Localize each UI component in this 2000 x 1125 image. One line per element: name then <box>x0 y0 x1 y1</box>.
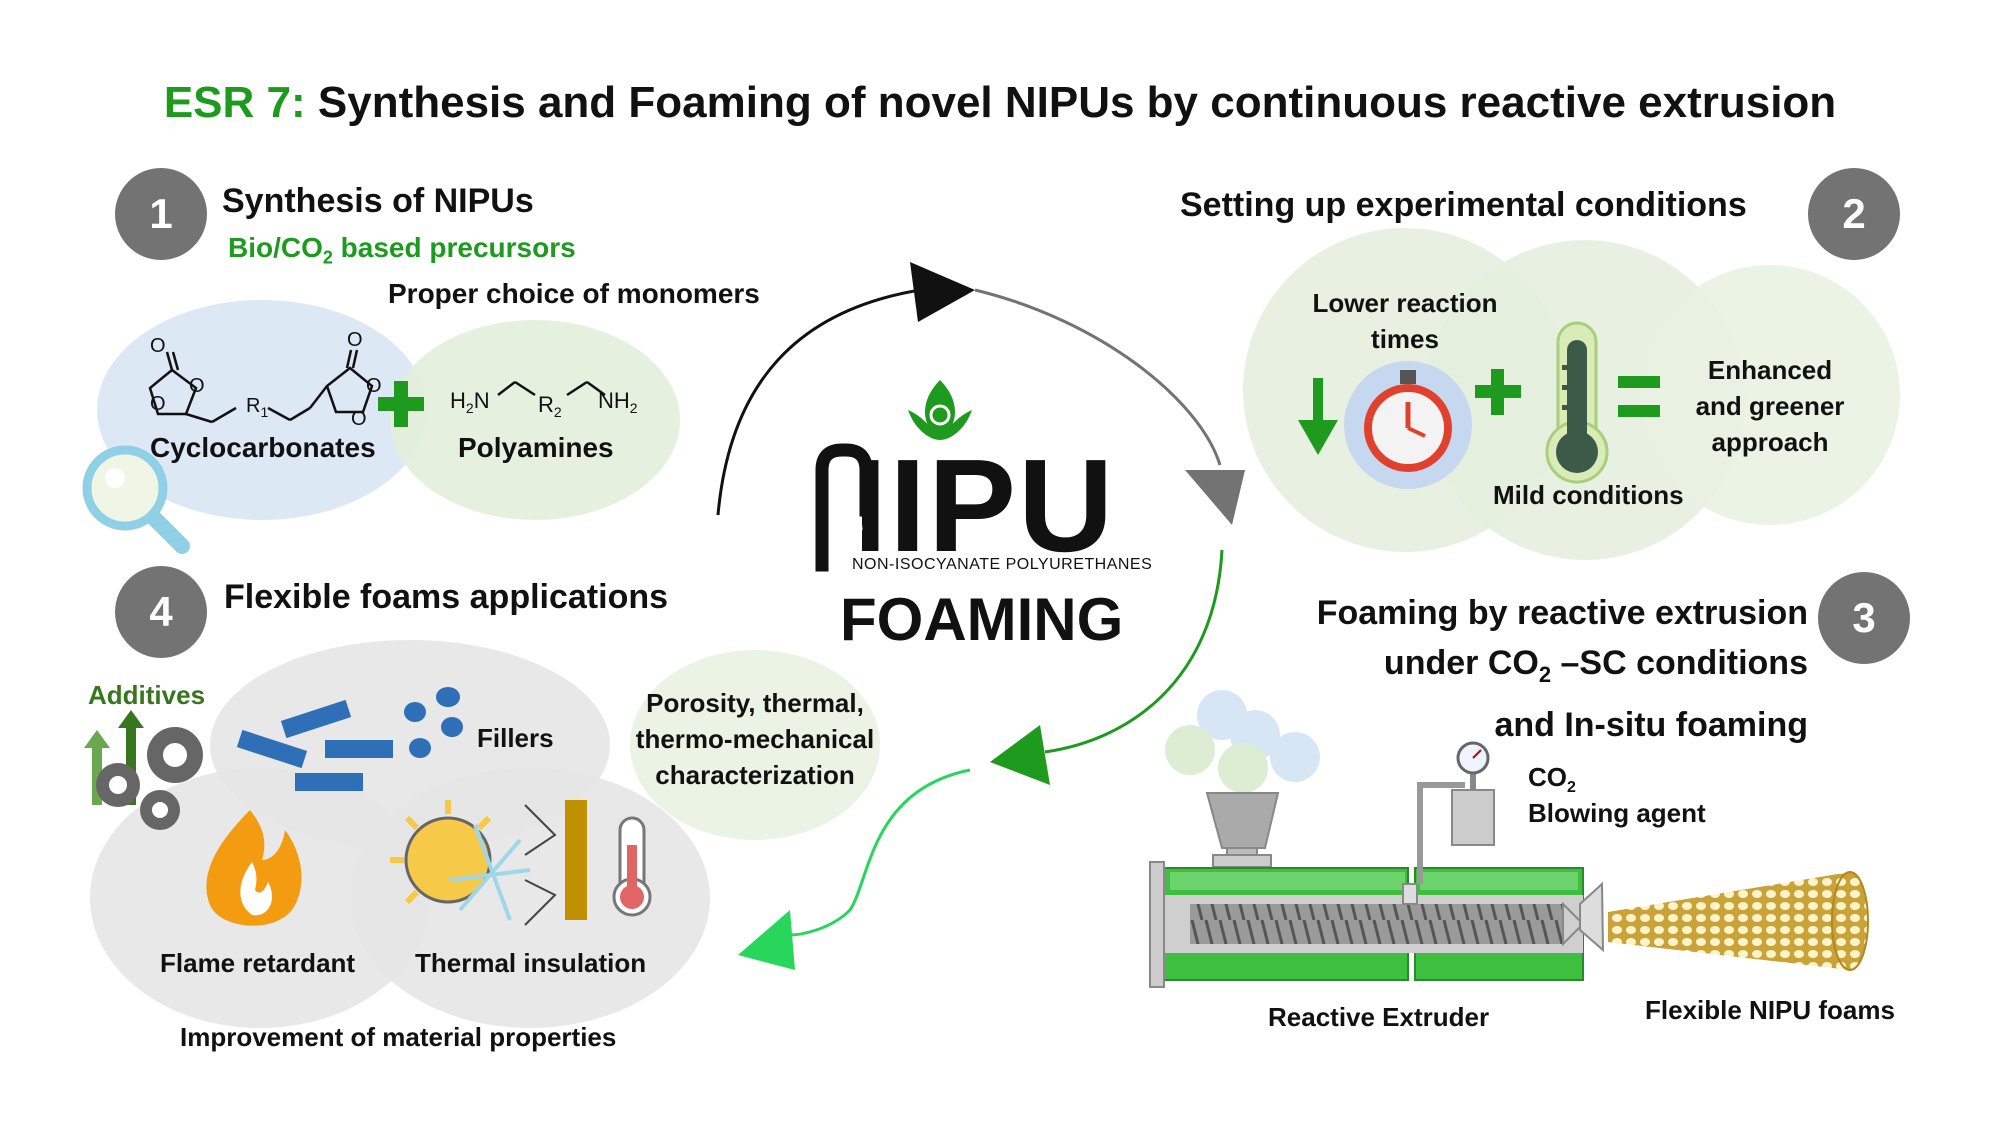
step-1-badge: 1 <box>115 168 207 260</box>
arrow-head-4 <box>738 910 795 970</box>
precursors-sub: 2 <box>322 247 333 268</box>
reactive-extruder-label: Reactive Extruder <box>1268 1002 1490 1032</box>
r2-label: R2 <box>538 392 562 420</box>
thermal-insulation-label: Thermal insulation <box>415 948 647 978</box>
lower-line-2: times <box>1371 324 1439 354</box>
insulation-wall-icon <box>524 800 587 926</box>
section-3-line-3: and In-situ foaming <box>1494 705 1808 744</box>
arrow-head-2 <box>1185 470 1245 525</box>
nh2-label: NH2 <box>598 388 638 416</box>
arrow-4-to-1 <box>789 768 971 937</box>
section-3-line-1: Foaming by reactive extrusion <box>1316 594 1808 632</box>
flexible-foams-label: Flexible NIPU foams <box>1645 995 1895 1025</box>
co2-sub: 2 <box>1567 779 1576 797</box>
plus-icon <box>378 381 424 427</box>
foam-cone <box>1608 871 1869 971</box>
characterization-bubble <box>630 650 880 840</box>
foaming-label: FOAMING <box>840 586 1124 653</box>
additives-arrows-icon <box>84 710 144 805</box>
page-title: ESR 7: Synthesis and Foaming of novel NI… <box>0 78 2000 128</box>
ring-o-right-2: O <box>351 408 367 430</box>
cyclocarbonate-structure <box>148 349 374 424</box>
char-line-2: thermo-mechanical <box>635 724 875 754</box>
section-4-heading: Flexible foams applications <box>224 578 669 616</box>
fillers-label: Fillers <box>477 723 554 753</box>
polyamines-label: Polyamines <box>458 432 614 463</box>
char-line-3: characterization <box>655 760 855 790</box>
polyamine-structure <box>497 380 606 397</box>
title-prefix: ESR 7: <box>163 78 306 127</box>
enhanced-line-1: Enhanced <box>1707 355 1833 385</box>
arrow-head-3 <box>990 725 1050 785</box>
insulation-bubble <box>350 768 710 1028</box>
enhanced-approach-label: Enhanced and greener approach <box>1675 352 1865 460</box>
carbonyl-o-left: O <box>150 335 166 357</box>
recycle-leaf-icon <box>908 380 972 440</box>
plus-icon-2 <box>1475 369 1521 415</box>
ring-o-right-1: O <box>366 375 382 397</box>
precursors-label: Bio/CO2 based precursors <box>228 232 576 269</box>
step-3-badge: 3 <box>1818 572 1910 664</box>
monomers-label: Proper choice of monomers <box>388 278 760 309</box>
cyclocarbonates-bubble <box>97 300 427 520</box>
stopwatch-icon <box>1344 361 1472 489</box>
arrow-head-1 <box>910 262 975 322</box>
logo-subtitle: NON-ISOCYANATE POLYURETHANES <box>852 556 1153 573</box>
co2-text: CO <box>1528 762 1567 792</box>
co2-bubbles <box>1165 690 1320 793</box>
polyamines-bubble <box>390 320 680 520</box>
lower-reaction-times-label: Lower reaction times <box>1300 285 1510 357</box>
section-3-line-2-prefix: under CO <box>1383 644 1539 682</box>
section-3-line-2-sub: 2 <box>1538 661 1552 687</box>
section-1-heading: Synthesis of NIPUs <box>222 182 534 220</box>
cyclocarbonates-label: Cyclocarbonates <box>150 432 376 463</box>
section-2-heading: Setting up experimental conditions <box>1180 186 1747 224</box>
co2-label: CO2 <box>1528 762 1576 797</box>
carbonyl-o-right: O <box>347 329 363 351</box>
enhanced-bubble <box>1640 265 1900 525</box>
logo-hook <box>815 443 873 572</box>
flame-icon <box>206 810 302 926</box>
nipu-logo-text: NIPU <box>792 432 1116 579</box>
blowing-agent-label: Blowing agent <box>1528 798 1706 828</box>
gears-icon <box>96 727 203 830</box>
ring-o-left-1: O <box>189 375 205 397</box>
step-4-badge: 4 <box>115 566 207 658</box>
thermometer-icon <box>1545 321 1609 484</box>
small-thermometer-icon <box>612 816 652 917</box>
filler-bars-icon <box>236 699 393 791</box>
magnifier-icon <box>82 445 190 554</box>
precursors-prefix: Bio/CO <box>228 232 323 263</box>
section-3-heading: Foaming by reactive extrusion under CO2 … <box>1317 588 1808 750</box>
arrow-2-to-3 <box>974 288 1222 466</box>
nipu-logo: NIPU <box>862 440 1115 572</box>
title-text: Synthesis and Foaming of novel NIPUs by … <box>317 78 1837 127</box>
section-3-line-2: under CO2 –SC conditions <box>1317 638 1808 700</box>
mild-conditions-label: Mild conditions <box>1493 480 1684 510</box>
ring-o-left-2: O <box>150 393 166 415</box>
lower-line-1: Lower reaction <box>1312 288 1498 318</box>
down-arrow-icon <box>1298 378 1338 455</box>
equals-icon <box>1618 376 1660 417</box>
sun-snow-icon <box>390 800 531 921</box>
section-3-line-2-suffix: –SC conditions <box>1551 644 1808 682</box>
char-line-1: Porosity, thermal, <box>646 688 864 718</box>
step-2-badge: 2 <box>1808 168 1900 260</box>
additives-label: Additives <box>88 680 206 710</box>
arrow-1-to-2 <box>716 288 921 516</box>
characterization-label: Porosity, thermal, thermo-mechanical chara… <box>600 685 910 793</box>
enhanced-line-3: approach <box>1711 427 1829 457</box>
flame-retardant-label: Flame retardant <box>160 948 356 978</box>
r1-label: R1 <box>246 395 268 420</box>
precursors-suffix: based precursors <box>332 232 576 263</box>
enhanced-line-2: and greener <box>1695 391 1845 421</box>
extruder-diagram <box>1149 741 1605 988</box>
h2n-label: H2N <box>450 388 490 416</box>
filler-dots-icon <box>404 687 463 758</box>
arrow-3-to-4 <box>1044 549 1224 754</box>
improvement-label: Improvement of material properties <box>180 1022 617 1052</box>
